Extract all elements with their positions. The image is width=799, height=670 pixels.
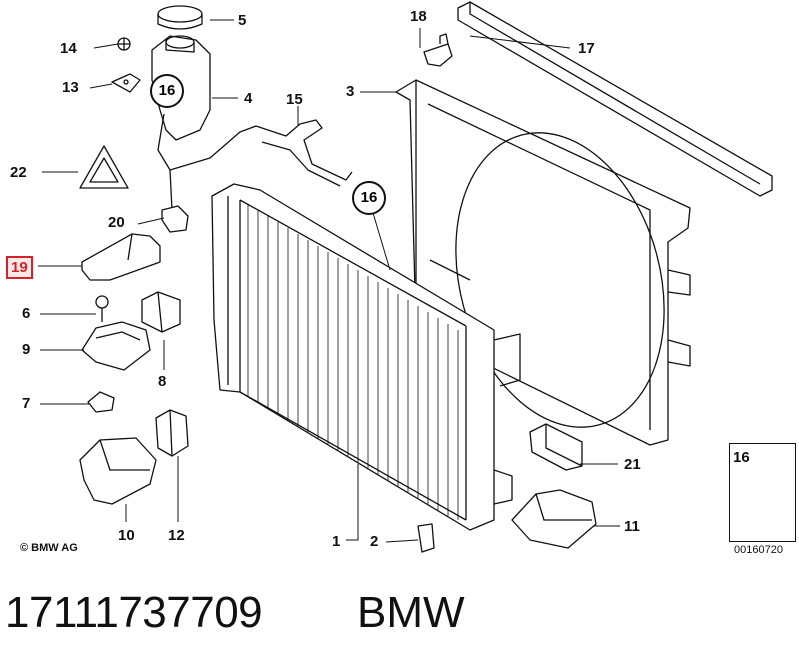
legend-label-16: 16 — [733, 449, 750, 466]
bracket-10-drawing — [79, 437, 157, 505]
label-11: 11 — [624, 518, 640, 535]
bracket-19-drawing — [81, 233, 161, 281]
clip-18-drawing — [423, 33, 453, 67]
label-2: 2 — [370, 533, 379, 550]
label-12: 12 — [168, 527, 185, 544]
label-7: 7 — [22, 395, 31, 412]
rubber-12-drawing — [155, 409, 189, 457]
bracket-11-drawing — [511, 489, 597, 549]
rubber-8-drawing — [141, 291, 181, 333]
radiator-drawing — [211, 183, 521, 531]
label-5: 5 — [238, 12, 247, 29]
label-21: 21 — [624, 456, 641, 473]
warning-label-drawing — [79, 145, 129, 189]
label-4: 4 — [244, 90, 253, 107]
label-1: 1 — [332, 533, 341, 550]
cap-drawing — [157, 5, 203, 30]
copyright-text: © BMW AG — [20, 542, 78, 554]
label-9: 9 — [22, 341, 31, 358]
label-8: 8 — [158, 373, 167, 390]
clip-13-drawing — [111, 73, 141, 93]
label-14: 14 — [60, 40, 77, 57]
bracket-21-drawing — [529, 423, 583, 471]
label-6: 6 — [22, 305, 31, 322]
diagram-code: 00160720 — [734, 544, 783, 556]
label-18: 18 — [410, 8, 427, 25]
label-17: 17 — [578, 40, 595, 57]
brand-name: BMW — [357, 588, 465, 637]
label-10: 10 — [118, 527, 135, 544]
clip-7-drawing — [87, 391, 115, 413]
label-15: 15 — [286, 91, 303, 108]
legend-box — [729, 443, 796, 542]
part-number: 17111737709 — [5, 588, 263, 637]
label-22: 22 — [10, 164, 27, 181]
hose-drawing — [255, 119, 353, 187]
bolt-14-drawing — [117, 37, 131, 51]
label-13: 13 — [62, 79, 79, 96]
holder-20-drawing — [161, 169, 189, 233]
label-19-selected[interactable]: 19 — [6, 256, 33, 279]
plug-2-drawing — [417, 523, 435, 553]
label-20: 20 — [108, 214, 125, 231]
callout-16-radiator: 16 — [352, 181, 386, 215]
label-3: 3 — [346, 83, 355, 100]
mount-9-drawing — [81, 321, 151, 371]
screw-6-drawing — [95, 295, 109, 322]
callout-16-tank: 16 — [150, 74, 184, 108]
seal-strip-drawing — [457, 1, 773, 197]
